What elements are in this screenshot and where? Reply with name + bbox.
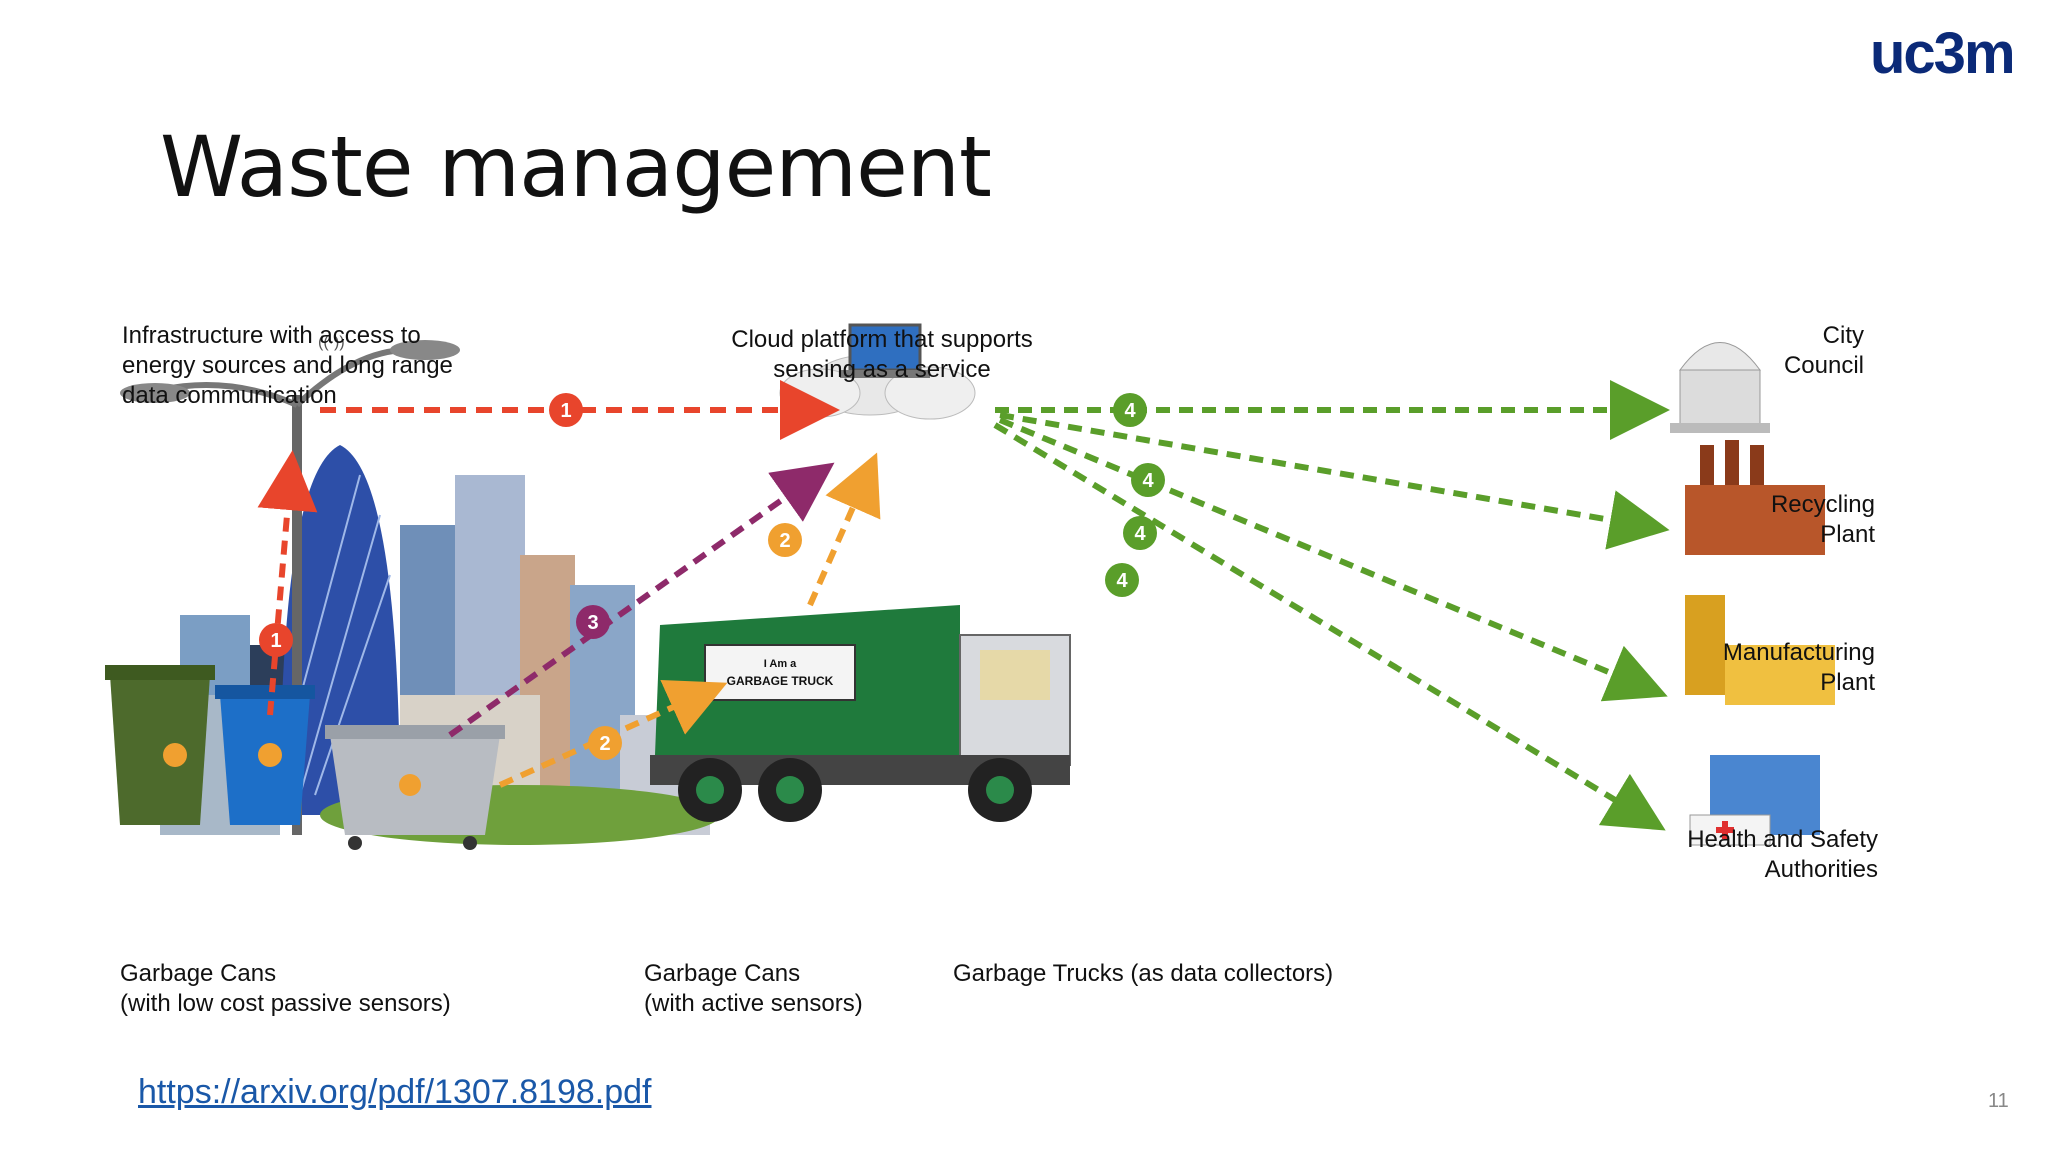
svg-text:((·)): ((·)) [318, 334, 345, 351]
arrow-step2-truck-to-cloud [807, 452, 881, 607]
cloud-label: Cloud platform that supports sensing as … [731, 326, 1033, 383]
waste-management-diagram: ((·)) I Am a GARBAGE TRUCK [105, 322, 1878, 1017]
garbage-truck-illustration: I Am a GARBAGE TRUCK [650, 605, 1071, 822]
svg-text:4: 4 [1134, 523, 1146, 545]
step-marker: 1 [549, 393, 583, 427]
street-lamp-illustration: ((·)) [120, 334, 460, 835]
svg-text:Manufacturing: Manufacturing [1723, 639, 1875, 666]
recycling-plant-label: Recycling Plant [1771, 491, 1875, 548]
truck-sign-line-1: I Am a [764, 658, 797, 670]
step-marker: 3 [576, 605, 610, 639]
recycling-plant-building [1685, 440, 1825, 555]
step-marker: 4 [1131, 463, 1165, 497]
svg-text:4: 4 [1142, 470, 1154, 492]
svg-text:4: 4 [1116, 570, 1128, 592]
svg-text:data communication: data communication [122, 382, 337, 409]
arrow-step1-can-to-lamp [257, 450, 318, 716]
health-safety-label: Health and Safety Authorities [1687, 826, 1878, 883]
svg-text:2: 2 [779, 530, 790, 552]
arrow-step2-dumpster-to-truck [498, 679, 728, 788]
svg-text:Plant: Plant [1820, 669, 1875, 696]
arrow-step4-to-health-safety [993, 422, 1666, 831]
city-council-building [1670, 342, 1770, 433]
active-cans-label: Garbage Cans (with active sensors) [644, 960, 863, 1017]
svg-text:City: City [1823, 322, 1864, 349]
svg-text:Garbage Cans: Garbage Cans [644, 960, 800, 987]
svg-text:Authorities: Authorities [1765, 856, 1878, 883]
step-marker: 1 [259, 623, 293, 657]
uc3m-logo: uc3m [1870, 21, 2016, 86]
step-marker: 4 [1113, 393, 1147, 427]
source-link[interactable]: https://arxiv.org/pdf/1307.8198.pdf [138, 1073, 652, 1111]
svg-text:3: 3 [587, 612, 598, 634]
svg-text:1: 1 [560, 400, 571, 422]
manufacturing-plant-label: Manufacturing Plant [1723, 639, 1875, 696]
step-marker: 4 [1105, 563, 1139, 597]
svg-text:Infrastructure with access to: Infrastructure with access to [122, 322, 421, 349]
trucks-label: Garbage Trucks (as data collectors) [953, 960, 1333, 987]
arrow-step4-to-recycling-plant [999, 412, 1670, 550]
slide-title: Waste management [160, 118, 992, 216]
svg-text:Plant: Plant [1820, 521, 1875, 548]
svg-text:(with active sensors): (with active sensors) [644, 990, 863, 1017]
svg-text:1: 1 [270, 630, 281, 652]
step-marker: 4 [1123, 516, 1157, 550]
hospital-building [1689, 755, 1820, 846]
svg-text:4: 4 [1124, 400, 1136, 422]
svg-text:sensing as a service: sensing as a service [773, 356, 990, 383]
passive-garbage-cans [105, 665, 315, 825]
svg-text:Health and Safety: Health and Safety [1687, 826, 1878, 853]
manufacturing-plant-building [1685, 595, 1835, 705]
svg-text:Recycling: Recycling [1771, 491, 1875, 518]
svg-text:(with low cost passive sensors: (with low cost passive sensors) [120, 990, 451, 1017]
truck-sign-line-2: GARBAGE TRUCK [727, 674, 834, 688]
active-dumpster [325, 725, 505, 850]
arrow-step3-dumpster-to-cloud [448, 462, 835, 738]
svg-text:Garbage Cans: Garbage Cans [120, 960, 276, 987]
arrow-step4-to-manufacturing-plant [998, 417, 1668, 702]
svg-text:energy sources and long range: energy sources and long range [122, 352, 453, 379]
step-marker: 2 [588, 726, 622, 760]
city-council-label: City Council [1784, 322, 1864, 379]
svg-text:Council: Council [1784, 352, 1864, 379]
step-marker: 2 [768, 523, 802, 557]
svg-text:2: 2 [599, 733, 610, 755]
page-number: 11 [1988, 1090, 2009, 1112]
infrastructure-label: Infrastructure with access to energy sou… [122, 322, 453, 409]
svg-text:Cloud platform that supports: Cloud platform that supports [731, 326, 1033, 353]
passive-cans-label: Garbage Cans (with low cost passive sens… [120, 960, 451, 1017]
